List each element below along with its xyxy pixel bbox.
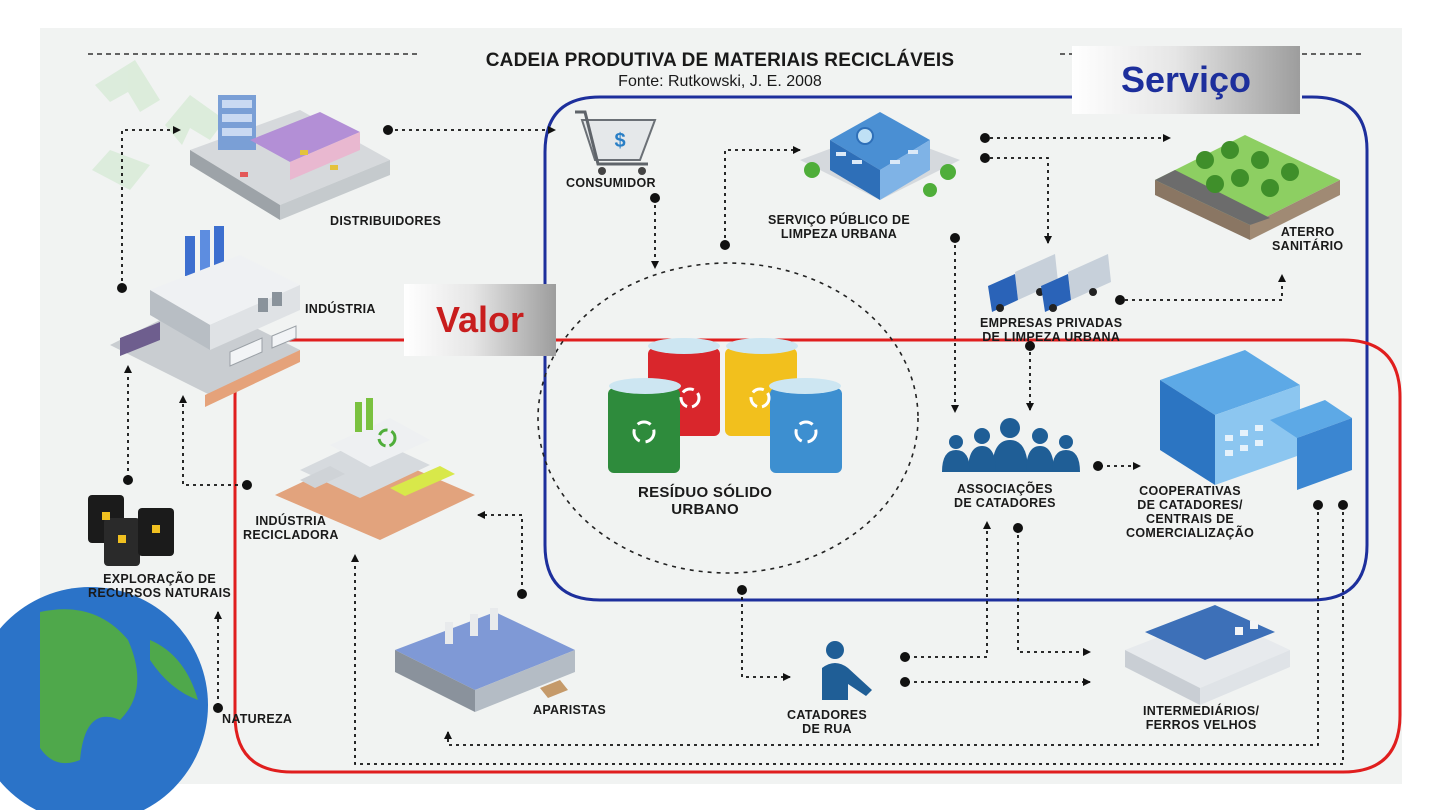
recycling-bins-icon [608,338,842,473]
office-building-icon [800,112,960,200]
recycling-plant-icon [275,398,475,540]
diagram-source: Fonte: Rutkowski, J. E. 2008 [618,73,822,90]
catadores-rua-line-2: DE RUA [802,722,852,736]
aterro-line-1: ATERRO [1280,225,1335,239]
flow-connectors [121,126,1344,765]
residuo-line-1: RESÍDUO SÓLIDO [638,484,773,501]
catadores-rua-line-1: CATADORES [787,708,868,722]
intermediaries-warehouse-icon [1125,605,1290,705]
cooperativas-line-4: COMERCIALIZAÇÃO [1126,526,1255,540]
cooperativas-line-3: CENTRAIS DE [1146,512,1235,526]
residuo-cycle-ring [537,262,919,574]
aterro-label: ATERRO SANITÁRIO [1272,225,1343,253]
residuo-solido-label: RESÍDUO SÓLIDO URBANO [638,484,772,518]
warehouse-icon [395,608,575,712]
diagram-header: CADEIA PRODUTIVA DE MATERIAIS RECICLÁVEI… [350,50,1090,91]
shopping-cart-icon: $ [575,110,657,175]
svg-text:$: $ [614,130,625,152]
exploracao-line-1: EXPLORAÇÃO DE [103,572,217,586]
shopping-mall-icon [190,95,390,220]
catadores-rua-label: CATADORES DE RUA [787,708,867,736]
garbage-truck-icon [988,254,1111,312]
cooperative-warehouse-icon [1160,350,1352,490]
distribuidores-label: DISTRIBUIDORES [330,214,442,228]
empresas-line-2: DE LIMPEZA URBANA [982,330,1121,344]
residuo-line-2: URBANO [671,501,739,518]
intermediarios-label: INTERMEDIÁRIOS/ FERROS VELHOS [1143,704,1259,732]
natureza-label: NATUREZA [222,712,293,726]
aparistas-label: APARISTAS [533,703,607,717]
cooperativas-label: COOPERATIVAS DE CATADORES/ CENTRAIS DE C… [1126,484,1254,540]
oil-barrels-icon [88,495,174,566]
industria-recicladora-label: INDÚSTRIA RECICLADORA [243,514,339,542]
aterro-line-2: SANITÁRIO [1272,239,1344,253]
servico-publico-line-2: LIMPEZA URBANA [780,227,898,241]
cooperativas-line-1: COOPERATIVAS [1139,484,1241,498]
valor-tag: Valor [404,284,556,356]
consumidor-label: CONSUMIDOR [566,176,656,190]
empresas-line-1: EMPRESAS PRIVADAS [980,316,1123,330]
associacoes-label: ASSOCIAÇÕES DE CATADORES [954,482,1056,510]
industria-recicladora-line-1: INDÚSTRIA [255,514,327,528]
factory-icon [110,226,300,407]
connector-dots [117,125,1348,713]
servico-publico-label: SERVIÇO PÚBLICO DE LIMPEZA URBANA [768,213,910,241]
people-group-icon [942,418,1080,472]
industria-recicladora-line-2: RECICLADORA [243,528,339,542]
exploracao-label: EXPLORAÇÃO DE RECURSOS NATURAIS [88,572,231,600]
industria-label: INDÚSTRIA [305,302,376,316]
associacoes-line-2: DE CATADORES [954,496,1056,510]
intermediarios-line-1: INTERMEDIÁRIOS/ [1143,704,1260,718]
landfill-icon [1155,135,1340,240]
exploracao-line-2: RECURSOS NATURAIS [88,586,232,600]
servico-region-border [543,95,1369,602]
empresas-privadas-label: EMPRESAS PRIVADAS DE LIMPEZA URBANA [980,316,1122,344]
globe-icon [0,587,208,810]
associacoes-line-1: ASSOCIAÇÕES [957,482,1053,496]
intermediarios-line-2: FERROS VELHOS [1145,718,1257,732]
street-collector-icon [822,641,872,700]
servico-tag: Serviço [1072,46,1300,114]
servico-publico-line-1: SERVIÇO PÚBLICO DE [768,213,910,227]
recycle-watermark-icon [92,60,225,190]
diagram-title: CADEIA PRODUTIVA DE MATERIAIS RECICLÁVEI… [485,50,955,71]
cooperativas-line-2: DE CATADORES/ [1137,498,1243,512]
